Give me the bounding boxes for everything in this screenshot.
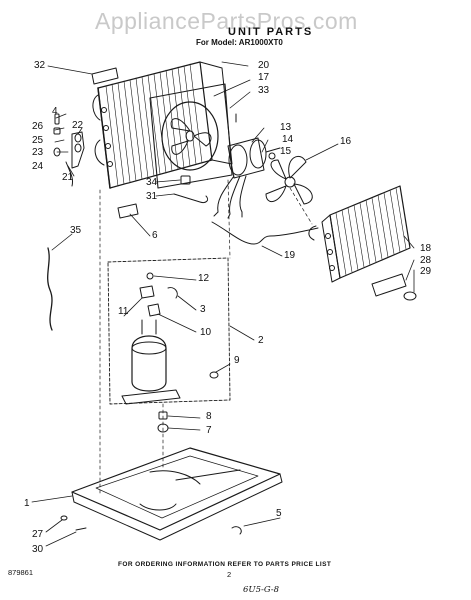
callout-16: 16 [340,136,352,147]
callout-6: 6 [152,230,158,241]
callout-19: 19 [284,250,296,261]
capacitor [180,175,191,185]
capillary-tube [211,221,319,245]
compressor-group-box [107,257,231,405]
alignment-lines [99,179,313,497]
condenser-coil [92,61,233,189]
leader-lines [31,61,415,547]
base-grommet [75,527,87,531]
callout-5: 5 [276,508,282,519]
compressor [121,319,181,405]
grommet [209,371,219,379]
callout-15: 15 [280,146,292,157]
callout-3: 3 [200,304,206,315]
callout-34: 34 [146,177,158,188]
callout-1: 1 [24,498,30,509]
callout-11: 11 [118,306,129,317]
callout-33: 33 [258,85,270,96]
callout-26: 26 [32,121,44,132]
handwritten-note: 6U5-G-8 [243,585,280,595]
mounting-clip [117,203,139,219]
wire-harness [173,193,209,203]
callout-22: 22 [72,120,84,131]
overload-parts [139,272,178,317]
control-wire [65,161,73,187]
evaporator-coil [308,185,411,283]
watermark-text: AppliancePartsPros.com [95,8,358,34]
callout-28: 28 [420,255,432,266]
callout-17: 17 [258,72,270,83]
callout-29: 29 [420,266,432,277]
callout-18: 18 [420,243,432,254]
page-number: 2 [227,570,232,579]
callout-32: 32 [34,60,46,71]
callout-9: 9 [234,355,240,366]
ground-wire [47,247,53,331]
fan-blade [265,156,313,205]
callout-23: 23 [32,147,44,158]
diagram-code: 879861 [8,568,34,577]
fan-motor [213,137,281,219]
base-pan [71,447,283,541]
callout-10: 10 [200,327,212,338]
callout-2: 2 [258,335,264,346]
diagram-title: UNIT PARTS [228,26,314,38]
model-line: For Model: AR1000XT0 [196,38,283,47]
callout-27: 27 [32,529,44,540]
callout-31: 31 [146,191,158,202]
callout-20: 20 [258,60,270,71]
callout-24: 24 [32,161,44,172]
base-screw [60,515,68,521]
callout-14: 14 [282,134,294,145]
drain-plug [231,526,242,535]
top-bracket [91,67,119,85]
callout-4: 4 [52,106,58,117]
callout-8: 8 [206,411,212,422]
callout-12: 12 [198,273,210,284]
drain-cap [403,291,417,301]
callout-25: 25 [32,135,44,146]
callout-21: 21 [62,172,74,183]
drain-trough [371,273,407,297]
callout-7: 7 [206,425,212,436]
fan-shroud [149,83,233,189]
control-bracket [71,131,85,169]
callout-13: 13 [280,122,292,133]
callout-35: 35 [70,225,82,236]
ordering-footer-note: FOR ORDERING INFORMATION REFER TO PARTS … [118,561,332,568]
callout-30: 30 [32,544,44,555]
